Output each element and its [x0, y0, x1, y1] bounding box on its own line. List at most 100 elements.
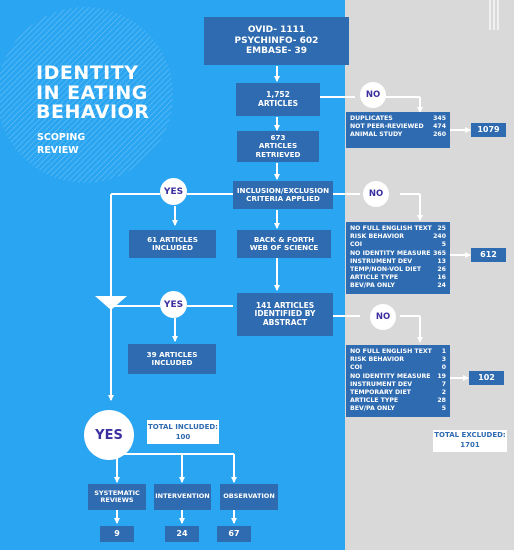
no-label-2: NO	[368, 189, 384, 199]
exclusion3-row: BEV/PA ONLY 5	[350, 405, 446, 413]
no-circle-3: NO	[370, 304, 396, 330]
retrieved-line-1: ARTICLES	[258, 141, 298, 151]
exclusion1-row-label: ANIMAL STUDY	[350, 131, 403, 139]
exclusion2-row-value: 13	[437, 257, 446, 265]
exclusion1-row-value: 474	[433, 123, 446, 131]
pinstripe-decoration	[489, 0, 499, 30]
backforth-box: BACK & FORTH WEB OF SCIENCE	[237, 230, 331, 258]
outcome-3-line-1: OBSERVATION	[223, 492, 275, 501]
exclusion3-row: COI 0	[350, 364, 446, 372]
abstract-line-1: 141 ARTICLES	[255, 300, 315, 310]
exclusion2-row-value: 365	[433, 249, 446, 257]
exclusion3-row: NO FULL ENGLISH TEXT 1	[350, 348, 446, 356]
exclusion2-row-value: 240	[433, 233, 446, 241]
exclusion2-row-label: COI	[350, 241, 363, 249]
outcome-count-3: 67	[217, 526, 251, 542]
included2-line-1: 39 ARTICLES	[146, 349, 198, 359]
exclusion3-row-value: 19	[437, 372, 446, 380]
yes-label-big: YES	[95, 427, 123, 443]
articles-box: 1,752 ARTICLES	[236, 83, 320, 116]
yes-label-1: YES	[163, 186, 184, 197]
exclusion3-row-label: INSTRUMENT DEV	[350, 380, 413, 388]
source-ovid: OVID- 1111	[247, 25, 306, 36]
exclusion1-row-value: 345	[433, 115, 446, 122]
exclusion3-row: NO IDENTITY MEASURE 19	[350, 373, 446, 381]
exclusion3-row-value: 3	[441, 356, 446, 364]
no-circle-2: NO	[363, 181, 389, 207]
total-excluded-label: TOTAL EXCLUDED:	[434, 431, 506, 439]
criteria-box: INCLUSION/EXCLUSION CRITERIA APPLIED	[233, 181, 333, 209]
exclusion3-row: RISK BEHAVIOR 3	[350, 356, 446, 364]
no-circle-1: NO	[360, 82, 386, 108]
spine-triangle-marker	[95, 296, 127, 310]
retrieved-line-2: RETRIEVED	[255, 149, 301, 159]
exclusion3-row-label: NO FULL ENGLISH TEXT	[350, 348, 432, 355]
outcome-1-line-2: REVIEWS	[100, 496, 134, 504]
exclusion3-total-box: 102	[469, 371, 504, 385]
outcome-count-2-value: 24	[176, 529, 188, 539]
exclusion1-row-value: 260	[433, 131, 446, 139]
exclusion2-row: COI 5	[350, 241, 446, 249]
included1-line-2: INCLUDED	[152, 243, 193, 252]
retrieved-count: 673	[270, 133, 286, 143]
outcome-count-1: 9	[100, 526, 134, 542]
exclusion3-row-value: 0	[441, 364, 446, 372]
backforth-line-1: BACK & FORTH	[253, 234, 315, 244]
total-excluded-value: 1701	[460, 440, 480, 449]
sources-box: OVID- 1111 PSYCHINFO- 602 EMBASE- 39	[204, 17, 349, 65]
exclusion3-row-value: 5	[441, 405, 446, 413]
outcome-count-1-value: 9	[114, 529, 120, 539]
yes-label-2: YES	[163, 299, 184, 310]
yes-circle-big: YES	[84, 410, 134, 460]
outcome-observation-box: OBSERVATION	[220, 484, 278, 510]
exclusion2-row-label: TEMP/NON-VOL DIET	[350, 265, 422, 273]
no-label-1: NO	[365, 90, 381, 100]
exclusion3-row-value: 28	[437, 397, 446, 405]
source-embase: EMBASE- 39	[246, 46, 307, 57]
exclusion3-row-label: NO IDENTITY MEASURE	[350, 372, 431, 380]
exclusion3-total: 102	[478, 373, 495, 383]
exclusion2-total-box: 612	[471, 248, 506, 262]
exclusion-list-3: NO FULL ENGLISH TEXT 1 RISK BEHAVIOR 3 COI…	[346, 345, 450, 417]
outcome-count-2: 24	[165, 526, 199, 542]
backforth-line-2: WEB OF SCIENCE	[249, 243, 319, 252]
exclusion3-row-label: BEV/PA ONLY	[350, 405, 395, 413]
exclusion2-row-value: 5	[441, 241, 446, 249]
exclusion1-total-box: 1079	[471, 123, 506, 137]
total-included-value: 100	[175, 433, 191, 441]
subtitle-line-1: SCOPING	[37, 132, 86, 143]
exclusion2-row-label: BEV/PA ONLY	[350, 282, 395, 290]
exclusion3-row: INSTRUMENT DEV 7	[350, 381, 446, 389]
exclusion3-row-label: RISK BEHAVIOR	[350, 356, 405, 364]
total-excluded-box: TOTAL EXCLUDED: 1701	[433, 430, 507, 452]
exclusion1-total: 1079	[477, 125, 500, 135]
exclusion2-row-value: 25	[437, 225, 446, 232]
included2-box: 39 ARTICLES INCLUDED	[128, 344, 216, 374]
outcome-count-3-value: 67	[228, 529, 240, 539]
exclusion3-row-label: TEMPORARY DIET	[350, 388, 411, 396]
no-label-3: NO	[375, 312, 391, 322]
exclusion3-row-value: 7	[441, 380, 446, 388]
articles-count: 1,752	[266, 89, 290, 99]
abstract-line-3: ABSTRACT	[262, 317, 308, 327]
subtitle: SCOPING REVIEW	[37, 131, 85, 157]
exclusion3-row-value: 1	[441, 348, 446, 355]
main-title: IDENTITY IN EATING BEHAVIOR	[36, 62, 149, 123]
yes-circle-1: YES	[160, 178, 187, 205]
articles-label: ARTICLES	[258, 98, 298, 108]
exclusion3-row-label: COI	[350, 364, 363, 372]
exclusion1-row-label: DUPLICATES	[350, 115, 393, 122]
included1-box: 61 ARTICLES INCLUDED	[129, 230, 216, 258]
title-line-1: IDENTITY	[36, 62, 139, 84]
exclusion1-row: ANIMAL STUDY 260	[350, 131, 446, 139]
